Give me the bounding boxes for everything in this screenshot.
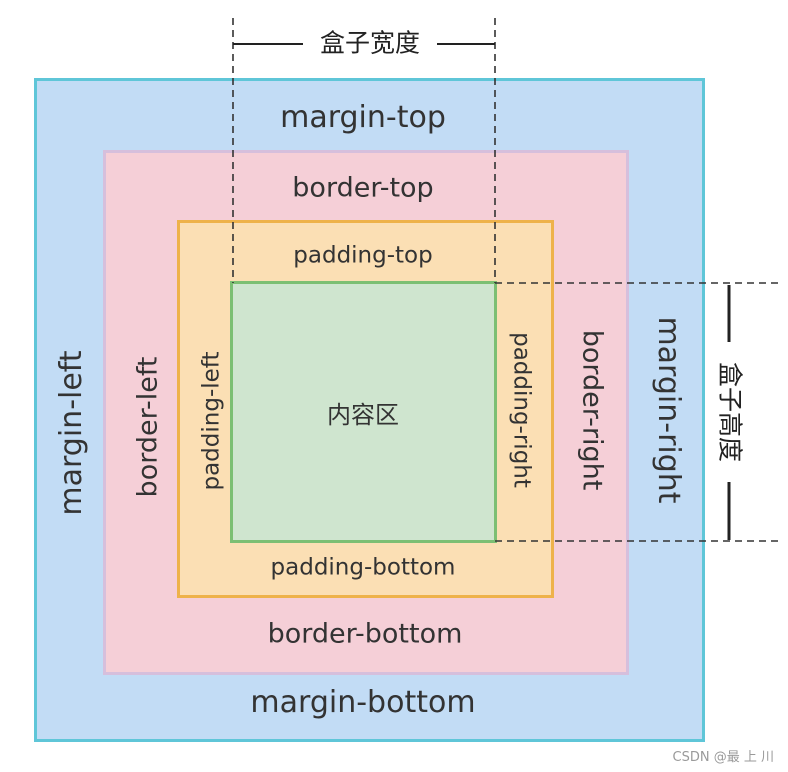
box-height-label: 盒子高度: [715, 361, 745, 463]
padding-top-label: padding-top: [293, 242, 433, 269]
border-bottom-label: border-bottom: [267, 618, 463, 650]
margin-top-label: margin-top: [280, 100, 446, 135]
margin-bottom-label: margin-bottom: [250, 685, 476, 720]
box-width-label: 盒子宽度: [319, 28, 421, 58]
padding-bottom-label: padding-bottom: [270, 554, 456, 581]
content-label: 内容区: [327, 401, 399, 429]
content-area: [230, 281, 497, 543]
border-top-label: border-top: [292, 172, 434, 204]
watermark: CSDN @最 上 川: [672, 750, 774, 765]
